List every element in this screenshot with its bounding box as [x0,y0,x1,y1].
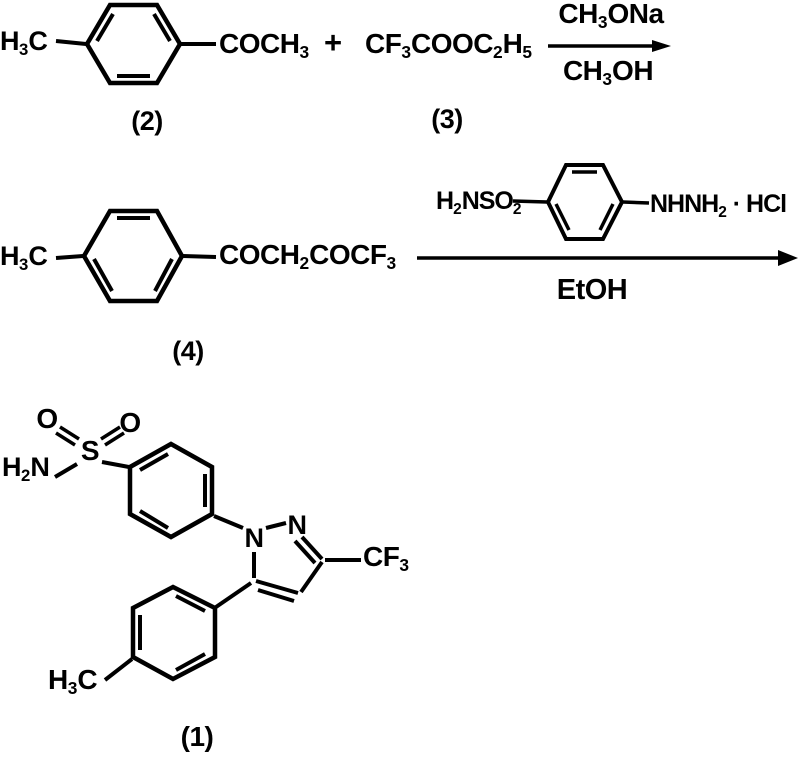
ring2-double-bond-2 [153,258,174,292]
condition1-above-label: CH3ONa [558,0,664,33]
hydrazine-reagent-label: NHNH2 · HCl [650,190,787,221]
bond-c5-ring5 [214,581,253,609]
oxygen-right-label: O [119,407,141,438]
bond-n2-c3-double-1 [300,535,324,561]
s-o-right-double-2 [104,431,125,447]
compound-2-label: (2) [131,106,163,136]
hydrazine-reagent-structure [512,163,650,241]
bond-c4-c5-double-2 [257,588,295,603]
bond-methyl-ring5 [103,657,134,682]
bond-sulfur-ring4 [101,460,130,469]
bond-sulfonyl-ring3 [512,199,548,204]
benzene-ring-sulfonamide [127,441,215,540]
sulfur-label: S [80,435,100,466]
methyl-label-product: H3C [48,664,98,699]
trifluoromethyl-label: CF3 [363,541,409,576]
ring4-double-bond-3 [138,509,170,530]
compound-4-label: (4) [172,336,204,366]
condition1-below-label: CH3OH [562,55,654,90]
ester-formula: CF3COOC2H5 [365,28,533,63]
compound-3-label: (3) [431,104,463,134]
benzene-ring-hydrazine [545,163,625,241]
s-o-left-double-1 [59,425,80,441]
arrow1-head [652,40,671,52]
s-o-right-double-1 [100,425,121,441]
bond-n2-c3-double-2 [293,539,317,565]
amide-label: H2N [2,452,50,486]
ring2-double-bond-3 [92,258,114,292]
product-structure [53,425,361,682]
bond-ring2-chain [182,254,217,259]
benzene-ring-diketone [81,208,185,304]
benzene-ring-acetophenone [84,2,183,86]
bond-methyl-ring2 [55,254,84,260]
ring3-double-bond-3 [554,203,571,231]
ring1-double-bond-2 [152,12,172,43]
sulfonamide-reagent-label: H2NSO2 [436,187,522,218]
ring4-double-bond-1 [139,452,169,472]
acetyl-label: COCH3 [219,28,310,63]
bond-c3-c4 [299,560,324,594]
reaction-arrow-2 [417,250,798,266]
arrow2-head [778,250,798,266]
condition2-below-label: EtOH [556,274,628,306]
bond-methyl-ring1 [55,39,87,46]
bond-c4-c5-double-1 [255,579,299,595]
bond-ring3-hydrazine [622,200,650,205]
ring1-double-bond-1 [95,12,115,43]
ring5-double-bond-1 [175,594,206,613]
oxygen-left-label: O [36,403,58,434]
plus-sign: + [324,25,342,60]
benzene-ring-tolyl [130,584,218,682]
s-o-left-double-2 [55,431,76,447]
bond-ring4-n1 [213,514,244,530]
ring5-double-bond-3 [175,652,206,672]
acetophenone-structure [55,2,216,86]
reaction-arrow-1 [548,40,671,52]
diketone-chain-label: COCH2COCF3 [219,239,397,274]
diketone-structure [55,208,217,304]
methyl-label-step1: H3C [0,26,48,60]
pyrazole-n2-label: N [287,510,308,540]
bond-n1-n2 [265,521,287,530]
pyrazole-n1-label: N [244,523,265,553]
methyl-label-step2: H3C [0,241,48,275]
bond-amide-sulfur [53,462,79,479]
compound-1-label: (1) [180,721,214,752]
ring3-double-bond-2 [598,203,615,231]
